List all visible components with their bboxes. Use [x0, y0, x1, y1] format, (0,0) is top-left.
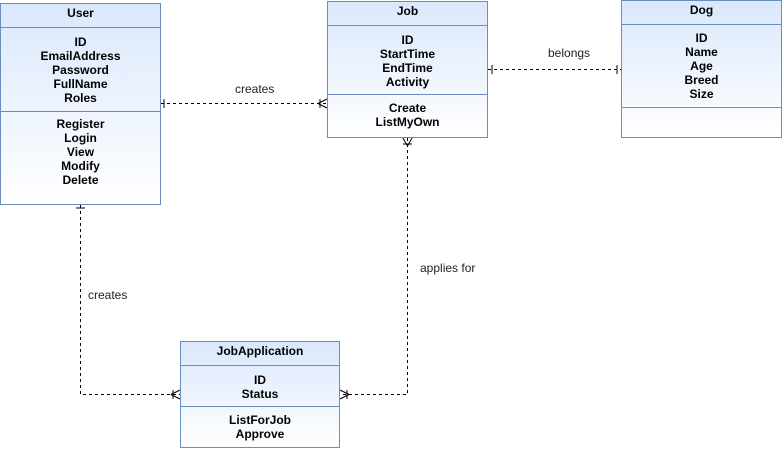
jobapplication-divider: [181, 406, 339, 407]
dog-divider: [622, 107, 781, 108]
user-class[interactable]: User ID EmailAddress Password FullName R…: [0, 3, 161, 205]
user-methods: Register Login View Modify Delete: [1, 117, 160, 187]
label-job-belongs-dog: belongs: [548, 46, 591, 60]
attribute: ID: [74, 35, 87, 49]
job-divider: [328, 94, 487, 95]
user-divider: [1, 111, 160, 112]
attribute: ID: [695, 31, 708, 45]
attribute: Size: [689, 87, 714, 101]
attribute: FullName: [53, 77, 108, 91]
label-user-creates-job: creates: [235, 82, 275, 96]
job-attributes: ID StartTime EndTime Activity: [328, 33, 487, 89]
edge-application-applies-job: [340, 138, 408, 395]
dog-attributes: ID Name Age Breed Size: [622, 31, 781, 101]
method: Register: [56, 117, 105, 131]
attribute: Password: [52, 63, 109, 77]
attribute: Age: [690, 59, 713, 73]
label-application-applies-job: applies for: [420, 261, 476, 275]
job-methods: Create ListMyOwn: [328, 101, 487, 129]
attribute: Name: [685, 45, 718, 59]
method: View: [66, 145, 95, 159]
method: Create: [388, 101, 427, 115]
marker-many-application-job: [339, 389, 350, 400]
attribute: Roles: [64, 91, 97, 105]
jobapplication-class[interactable]: JobApplication ID Status ListForJob Appr…: [180, 341, 340, 448]
marker-many-job-user: [317, 98, 328, 109]
dog-class[interactable]: Dog ID Name Age Breed Size: [621, 0, 782, 138]
marker-many-job-application: [402, 137, 413, 147]
user-attributes: ID EmailAddress Password FullName Roles: [1, 35, 160, 105]
dog-class-title: Dog: [622, 1, 781, 25]
attribute: Activity: [385, 75, 430, 89]
method: Approve: [235, 427, 285, 441]
method: ListMyOwn: [375, 115, 440, 129]
job-class-title: Job: [328, 2, 487, 26]
attribute: Breed: [684, 73, 719, 87]
method: ListForJob: [229, 413, 291, 427]
label-user-creates-application: creates: [88, 288, 128, 302]
jobapplication-class-title: JobApplication: [181, 342, 339, 366]
attribute: Status: [241, 387, 279, 401]
attribute: ID: [401, 33, 414, 47]
method: Login: [64, 131, 97, 145]
marker-many-application-user: [170, 389, 181, 400]
job-class[interactable]: Job ID StartTime EndTime Activity Create…: [327, 1, 488, 138]
method: Delete: [62, 173, 99, 187]
jobapplication-attributes: ID Status: [181, 373, 339, 401]
jobapplication-methods: ListForJob Approve: [181, 413, 339, 441]
user-class-title: User: [1, 4, 160, 28]
attribute: EmailAddress: [40, 49, 121, 63]
attribute: StartTime: [379, 47, 436, 61]
attribute: EndTime: [382, 61, 433, 75]
method: Modify: [61, 159, 100, 173]
attribute: ID: [254, 373, 266, 387]
